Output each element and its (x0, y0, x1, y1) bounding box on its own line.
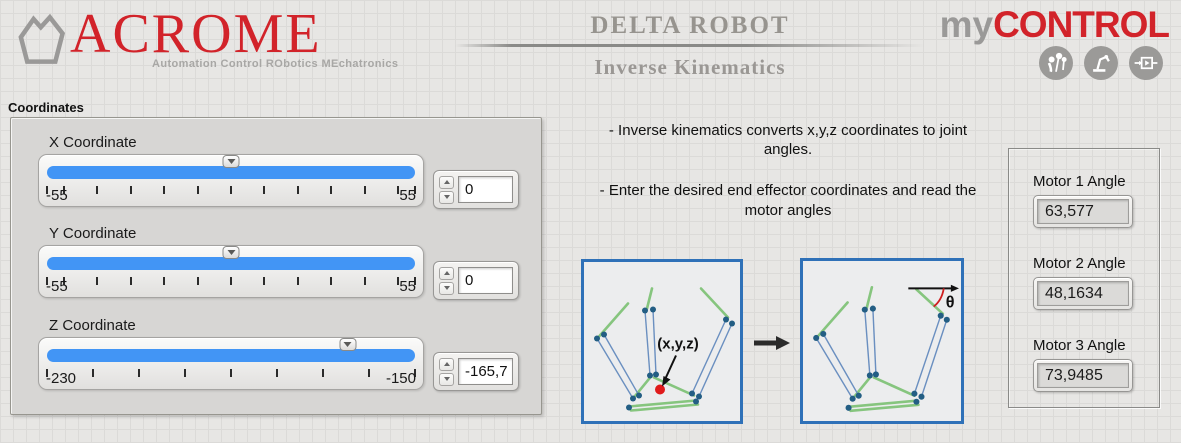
y-coordinate-slider[interactable]: -55 55 (38, 245, 424, 298)
transform-arrow-icon (751, 333, 793, 353)
delta-robot-theta-diagram: θ (800, 258, 964, 424)
instruction-line-2: - Enter the desired end effector coordin… (599, 182, 977, 219)
y-slider-min: -55 (46, 278, 68, 295)
z-coordinate-label: Z Coordinate (49, 317, 136, 334)
arrow-down-icon (443, 377, 450, 381)
x-coordinate-numeric[interactable]: 0 (433, 170, 519, 209)
x-slider-max: 55 (399, 187, 416, 204)
x-slider-thumb[interactable] (222, 155, 240, 168)
arrow-up-icon (443, 271, 450, 275)
motor-3-indicator: 73,9485 (1033, 359, 1133, 392)
delta-robot-xyz-diagram: (x,y,z) (581, 259, 743, 424)
z-slider-fill (47, 349, 415, 362)
instruction-line-1: - Inverse kinematics converts x,y,z coor… (608, 122, 968, 159)
z-slider-max: -150 (385, 370, 416, 387)
z-coordinate-value[interactable]: -165,7 (458, 358, 513, 385)
x-coordinate-label: X Coordinate (49, 134, 137, 151)
page-title-block: DELTA ROBOT Inverse Kinematics (455, 12, 925, 80)
arrow-down-icon (443, 286, 450, 290)
z-coordinate-numeric[interactable]: -165,7 (433, 352, 519, 391)
chevron-down-icon (343, 342, 352, 347)
y-slider-fill (47, 257, 415, 270)
acrome-logo: ACROME (8, 6, 322, 68)
z-slider-min: -230 (46, 370, 77, 387)
robot-arm-icon (1084, 46, 1118, 80)
y-coordinate-value[interactable]: 0 (458, 267, 513, 294)
instructions-block: - Inverse kinematics converts x,y,z coor… (588, 121, 988, 220)
mycontrol-prefix: my (939, 4, 994, 45)
arrow-up-icon (443, 180, 450, 184)
theta-annotation: θ (946, 294, 955, 312)
x-slider-ticks (46, 186, 416, 195)
x-slider-min: -55 (46, 187, 68, 204)
y-increment-button[interactable] (439, 266, 454, 280)
page-title: DELTA ROBOT (590, 12, 790, 39)
z-decrement-button[interactable] (439, 372, 454, 386)
motor-3-block: Motor 3 Angle 73,9485 (1033, 337, 1143, 392)
chevron-down-icon (227, 159, 235, 164)
motor-1-block: Motor 1 Angle 63,577 (1033, 173, 1143, 228)
motor-1-indicator: 63,577 (1033, 195, 1133, 228)
mycontrol-suffix: CONTROL (993, 4, 1170, 45)
motor-2-indicator: 48,1634 (1033, 277, 1133, 310)
arrow-down-icon (443, 195, 450, 199)
xyz-annotation: (x,y,z) (657, 336, 698, 353)
motor-2-block: Motor 2 Angle 48,1634 (1033, 255, 1143, 310)
title-divider (455, 44, 925, 47)
z-increment-button[interactable] (439, 357, 454, 371)
block-diagram-icon (1129, 46, 1163, 80)
mycontrol-logo: myCONTROL (939, 4, 1170, 45)
x-decrement-button[interactable] (439, 190, 454, 204)
x-coordinate-slider[interactable]: -55 55 (38, 154, 424, 207)
motor-1-label: Motor 1 Angle (1033, 173, 1126, 190)
x-coordinate-value[interactable]: 0 (458, 176, 513, 203)
x-slider-fill (47, 166, 415, 179)
y-decrement-button[interactable] (439, 281, 454, 295)
x-spinner (439, 175, 454, 204)
z-slider-ticks (46, 369, 416, 378)
z-coordinate-slider[interactable]: -230 -150 (38, 337, 424, 390)
y-slider-thumb[interactable] (222, 246, 240, 259)
end-effector-point (655, 384, 665, 395)
acrome-tagline: Automation Control RObotics MEchatronics (152, 58, 399, 70)
motor-1-value: 63,577 (1037, 199, 1129, 224)
coordinates-group-box: X Coordinate -55 55 0 Y Coordinate -55 5… (10, 117, 542, 415)
page-subtitle: Inverse Kinematics (594, 55, 786, 79)
motor-2-value: 48,1634 (1037, 281, 1129, 306)
z-slider-thumb[interactable] (339, 338, 357, 351)
chevron-down-icon (227, 250, 235, 255)
coordinates-group-label: Coordinates (8, 100, 84, 115)
y-coordinate-label: Y Coordinate (49, 225, 137, 242)
acrome-wordmark: ACROME (70, 3, 322, 65)
ball-balancer-icon (1039, 46, 1073, 80)
y-slider-ticks (46, 277, 416, 286)
header-icon-row (1039, 46, 1163, 80)
z-spinner (439, 357, 454, 386)
motor-2-label: Motor 2 Angle (1033, 255, 1126, 272)
motor-3-label: Motor 3 Angle (1033, 337, 1126, 354)
x-increment-button[interactable] (439, 175, 454, 189)
y-spinner (439, 266, 454, 295)
arrow-up-icon (443, 362, 450, 366)
acrome-pentagon-icon (18, 13, 66, 64)
motor-angles-panel: Motor 1 Angle 63,577 Motor 2 Angle 48,16… (1008, 148, 1160, 408)
motor-3-value: 73,9485 (1037, 363, 1129, 388)
y-slider-max: 55 (399, 278, 416, 295)
y-coordinate-numeric[interactable]: 0 (433, 261, 519, 300)
